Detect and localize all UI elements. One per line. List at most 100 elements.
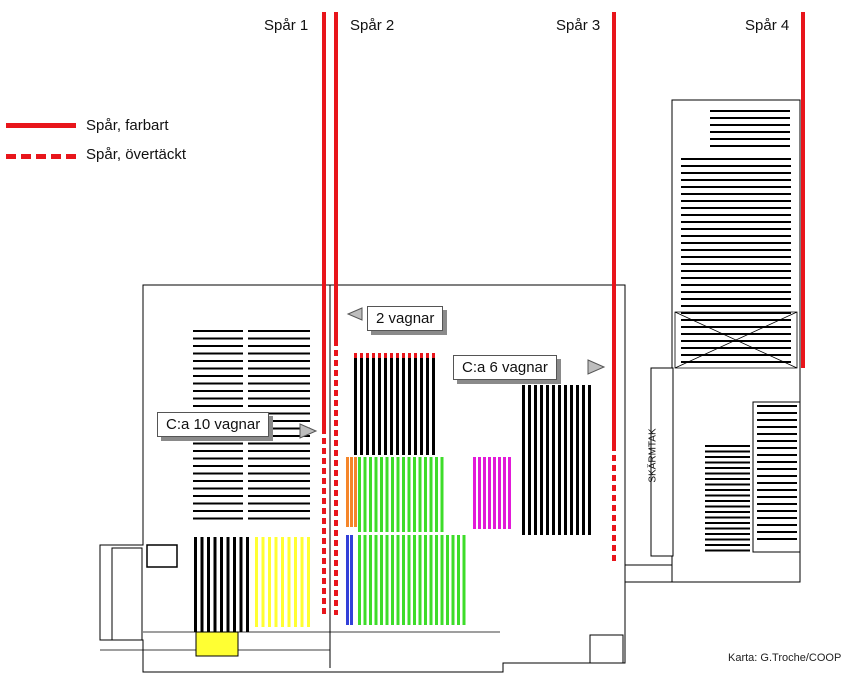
rack-top-red xyxy=(372,353,375,358)
rack-top-red xyxy=(384,353,387,358)
annex-rack-row xyxy=(710,138,790,140)
annex-rack-row xyxy=(705,538,750,541)
rack-row xyxy=(248,412,310,415)
rack-col xyxy=(378,355,381,455)
annex-rack-row xyxy=(710,145,790,147)
rack-top-red xyxy=(360,353,363,358)
rack-col-green xyxy=(451,535,455,625)
rack-row xyxy=(248,480,310,482)
rack-col-green xyxy=(418,535,422,625)
rack-row xyxy=(193,510,243,512)
rack-col xyxy=(207,537,210,632)
rack-top-red xyxy=(420,353,423,358)
rack-col-blue xyxy=(346,535,349,625)
annex-rack-row xyxy=(681,326,791,328)
rack-col xyxy=(366,355,369,455)
yellow-block xyxy=(195,631,239,657)
rack-col xyxy=(558,385,561,535)
arrow-two-wagons xyxy=(346,307,363,321)
rack-col-magenta xyxy=(478,457,481,529)
annex-rack-row xyxy=(681,319,791,321)
rack-col xyxy=(396,355,399,455)
annex-rack-row xyxy=(681,207,791,209)
track-label-2: Spår 2 xyxy=(350,17,395,34)
rack-col xyxy=(570,385,573,535)
rack-col-magenta xyxy=(503,457,506,529)
annex-rack-row xyxy=(705,500,750,502)
annex-rack-row xyxy=(681,305,791,307)
annex-rack-row xyxy=(710,110,790,112)
rack-col xyxy=(408,355,411,455)
rack-col xyxy=(233,537,236,632)
annex-rack-row xyxy=(681,333,791,335)
annex-rack-row xyxy=(705,456,750,458)
annex-rack-row xyxy=(705,483,750,486)
rack-col-green xyxy=(402,457,405,532)
rack-col xyxy=(564,385,567,535)
annex-rack-row xyxy=(681,193,791,195)
rack-row xyxy=(248,390,310,392)
rack-col xyxy=(540,385,543,535)
rack-col-green xyxy=(396,457,400,532)
annex-rack-row xyxy=(705,533,750,535)
skarmtak-box xyxy=(650,367,674,557)
annex-rack-row xyxy=(710,131,790,133)
rack-col-yellow xyxy=(274,537,278,627)
rack-col xyxy=(226,537,230,632)
rack-row xyxy=(193,330,243,332)
rack-col-green xyxy=(435,535,438,625)
rack-top-red xyxy=(396,353,399,358)
rack-row xyxy=(248,435,310,437)
rack-row xyxy=(248,397,310,400)
annex-rack-row xyxy=(681,249,791,251)
rack-col-magenta xyxy=(508,457,511,529)
rack-col xyxy=(402,355,405,455)
rack-col-green xyxy=(424,457,427,532)
rack-row xyxy=(248,375,310,377)
rack-row xyxy=(248,345,310,347)
rack-row xyxy=(193,480,243,482)
rack-col-green xyxy=(429,457,433,532)
track-label-4: Spår 4 xyxy=(745,17,790,34)
rack-col-green xyxy=(418,457,422,532)
track-label-1: Spår 1 xyxy=(264,17,309,34)
rack-row xyxy=(193,487,243,490)
rack-row xyxy=(193,367,243,370)
rack-row xyxy=(193,345,243,347)
annex-rack-row xyxy=(757,482,797,484)
annex-rack-row xyxy=(681,179,791,181)
rack-col xyxy=(582,385,585,535)
rack-row xyxy=(193,360,243,362)
rack-row xyxy=(193,337,243,340)
rack-row xyxy=(248,330,310,332)
rack-row xyxy=(193,457,243,460)
rack-col-green xyxy=(446,535,449,625)
annex-rack-row xyxy=(757,531,797,533)
rack-col-green xyxy=(424,535,427,625)
annex-rack-row xyxy=(705,522,750,524)
legend-solid-label: Spår, farbart xyxy=(86,117,169,134)
rack-top-red xyxy=(378,353,381,358)
rack-top-red xyxy=(390,353,393,358)
rack-col-magenta xyxy=(493,457,496,529)
annex-rack-row xyxy=(757,475,797,477)
annex-rack-row xyxy=(710,124,790,126)
annex-rack-row xyxy=(705,489,750,491)
rack-row xyxy=(193,465,243,467)
annex-rack-row xyxy=(757,440,797,442)
annex-rack-row xyxy=(681,284,791,286)
annex-rack-row xyxy=(757,524,797,526)
rack-row xyxy=(248,352,310,355)
rack-row xyxy=(193,352,243,355)
annex-rack-row xyxy=(681,242,791,244)
rack-row xyxy=(248,457,310,460)
rack-col-green xyxy=(374,535,378,625)
rack-row xyxy=(193,517,243,520)
annex-rack-row xyxy=(681,291,791,293)
rack-col-green xyxy=(429,535,433,625)
rack-col-green xyxy=(407,457,411,532)
rack-col xyxy=(194,537,197,632)
skarmtak-label: SKÄRMTAK xyxy=(647,428,659,483)
rack-col-green xyxy=(391,535,394,625)
rack-col xyxy=(522,385,525,535)
